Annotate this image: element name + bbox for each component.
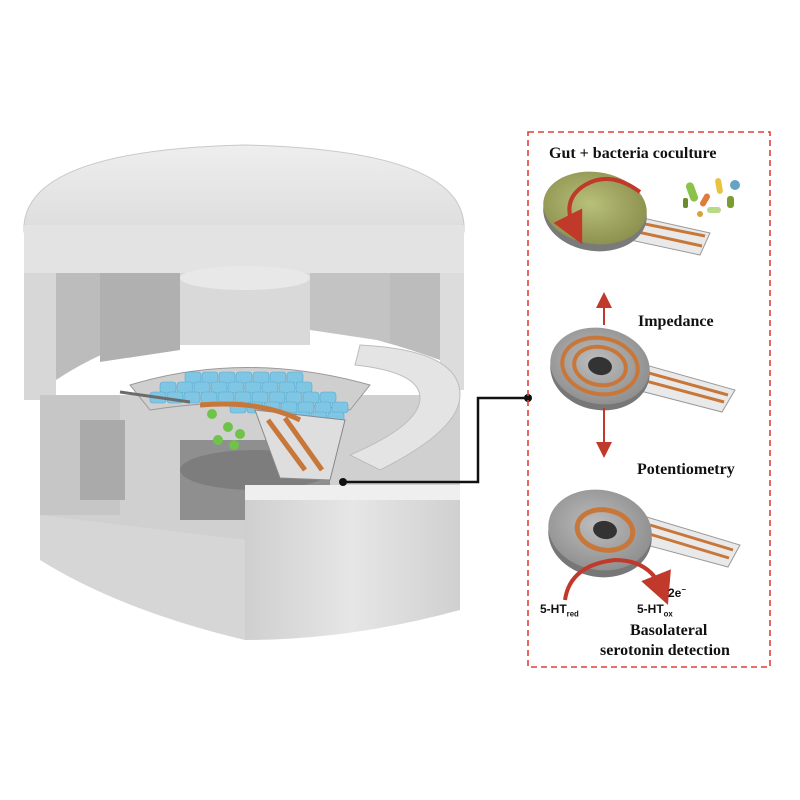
detail-panel-border: [527, 131, 771, 668]
label-electrons: 2e−: [668, 585, 686, 600]
bacteria-dots: [207, 409, 245, 450]
epithelial-cell: [261, 381, 279, 394]
epithelial-cell: [184, 371, 202, 384]
epithelial-cell: [251, 391, 269, 404]
membrane-ring: [348, 344, 461, 471]
epithelial-cell: [176, 381, 194, 394]
connector-dot-panel: [524, 394, 532, 402]
bacteria-dot: [223, 422, 233, 432]
housing-electrode-strip: [254, 409, 346, 481]
label-5ht-red: 5-HTred: [540, 602, 579, 619]
epithelial-cell: [286, 371, 304, 384]
epithelial-cell: [302, 391, 320, 404]
membrane-assembly: [119, 367, 371, 481]
epithelial-cell: [159, 381, 177, 394]
rotation-arrow: [553, 176, 642, 245]
label-5ht-ox: 5-HTox: [637, 602, 673, 619]
epithelial-cell: [210, 381, 228, 394]
redox-arrow: [563, 557, 671, 605]
connector-line: [343, 396, 528, 484]
housing-front-block: [245, 485, 460, 640]
epithelial-cell: [200, 391, 218, 404]
sensor-impedance: [550, 292, 736, 458]
title-coculture: Gut + bacteria coculture: [549, 145, 717, 162]
epithelial-cell: [217, 391, 235, 404]
epithelial-cell: [297, 401, 315, 414]
epithelial-cell: [201, 371, 219, 384]
central-bore: [180, 273, 310, 345]
bacteria-dot: [207, 409, 217, 419]
epithelial-cell: [295, 381, 313, 394]
epithelial-cell: [331, 401, 349, 414]
epithelial-cell: [193, 381, 211, 394]
epithelial-cell: [268, 391, 286, 404]
epithelial-cell: [234, 391, 252, 404]
epithelial-cell: [314, 401, 332, 414]
bacteria-cluster: [683, 178, 740, 217]
bacteria-dot: [235, 429, 245, 439]
title-detection-line1: Basolateral: [630, 622, 708, 639]
epithelial-cell: [269, 371, 287, 384]
housing-dome: [23, 144, 465, 233]
epithelial-cell: [285, 391, 303, 404]
epithelial-cell: [235, 371, 253, 384]
device-housing: [23, 144, 465, 640]
connector-dot-device: [339, 478, 347, 486]
epithelial-cell: [252, 371, 270, 384]
sensor-coculture: [543, 171, 740, 256]
housing-upper-front: [24, 225, 464, 273]
epithelial-cell: [227, 381, 245, 394]
epithelial-cell: [244, 381, 262, 394]
epithelial-cell: [218, 371, 236, 384]
title-potentiometry: Potentiometry: [637, 461, 735, 478]
epithelial-cell: [278, 381, 296, 394]
title-detection-line2: serotonin detection: [600, 642, 730, 659]
sensor-potentiometry: [548, 489, 741, 605]
bacteria-dot: [229, 440, 239, 450]
title-impedance: Impedance: [638, 313, 714, 330]
bacteria-dot: [213, 435, 223, 445]
epithelial-cell: [319, 391, 337, 404]
